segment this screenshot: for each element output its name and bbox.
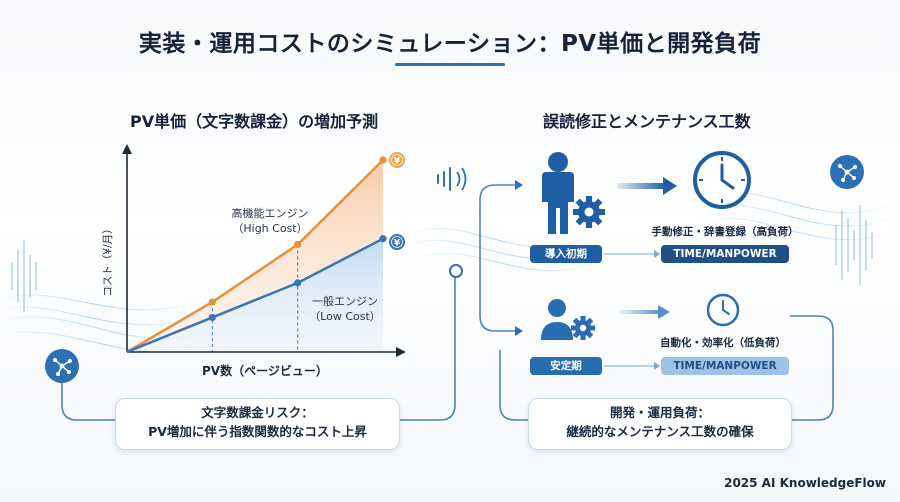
high-cost-label: 高機能エンジン （High Cost） [210,206,330,236]
stage2-metric: TIME/MANPOWER [661,357,789,375]
yen-coin-icon: ¥ [389,152,405,168]
series-line-low [126,237,384,354]
right-callout: 開発・運用負荷： 継続的なメンテナンス工数の確保 [528,398,792,450]
svg-text:¥: ¥ [394,239,401,249]
svg-text:¥: ¥ [394,157,401,167]
arrow-right-icon [617,177,677,195]
x-axis-arrow [396,347,406,357]
title-underline [395,63,505,66]
right-panel-title: 誤読修正とメンテナンス工数 [543,112,751,131]
stage1-link-line [604,250,660,258]
left-callout-line1: 文字数課金リスク： [201,405,314,420]
stage2-link-line [604,362,660,370]
y-axis-label: コスト（¥/月） [102,223,114,296]
high-cost-point [294,240,302,249]
series-line-high [126,159,384,354]
stage2-note: 自動化・効率化（低負荷） [660,337,786,349]
high-cost-point [208,298,216,306]
yen-coin-icon: ¥ [389,234,405,250]
connector-node [449,264,463,278]
low-cost-label: 一般エンジン （Low Cost） [290,294,400,324]
low-cost-label-line1: 一般エンジン [312,295,378,308]
arrow-right-icon [620,305,670,319]
y-axis-arrow [122,144,132,154]
chart-title: PV単価（文字数課金）の増加予測 [130,112,379,131]
low-cost-point [294,279,302,287]
left-callout: 文字数課金リスク： PV増加に伴う指数関数的なコスト上昇 [115,398,400,450]
low-cost-label-line2: （Low Cost） [309,310,381,323]
high-cost-label-line1: 高機能エンジン [231,207,309,220]
person-gear-icon [541,299,595,340]
stage2-label: 安定期 [530,357,602,375]
network-icon [830,155,864,189]
left-callout-line2: PV増加に伴う指数関数的なコスト上昇 [148,424,367,439]
low-cost-point [208,313,216,322]
clock-icon [693,151,751,209]
low-cost-point [379,235,387,243]
person-gear-icon [542,152,605,234]
right-callout-line2: 継続的なメンテナンス工数の確保 [566,424,754,439]
x-axis-label: PV数（ページビュー） [202,364,328,378]
stage1-label: 導入初期 [530,245,602,263]
high-cost-label-line2: （High Cost） [232,222,308,235]
low-cost-area [127,238,383,352]
sound-wave-icon [437,167,467,191]
cost-line-chart: コスト（¥/月） ¥ ¥ [102,144,406,357]
right-callout-line1: 開発・運用負荷： [609,405,710,420]
page-title: 実装・運用コストのシミュレーション：PV単価と開発負荷 [138,31,762,57]
stage1-metric: TIME/MANPOWER [661,245,789,263]
network-icon [45,349,79,383]
clock-icon [706,293,740,327]
high-cost-area [127,160,383,352]
footer-credit: 2025 AI KnowledgeFlow [724,476,886,490]
stage1-note: 手動修正・辞書登録（高負荷） [651,226,799,238]
high-cost-point [379,156,387,164]
